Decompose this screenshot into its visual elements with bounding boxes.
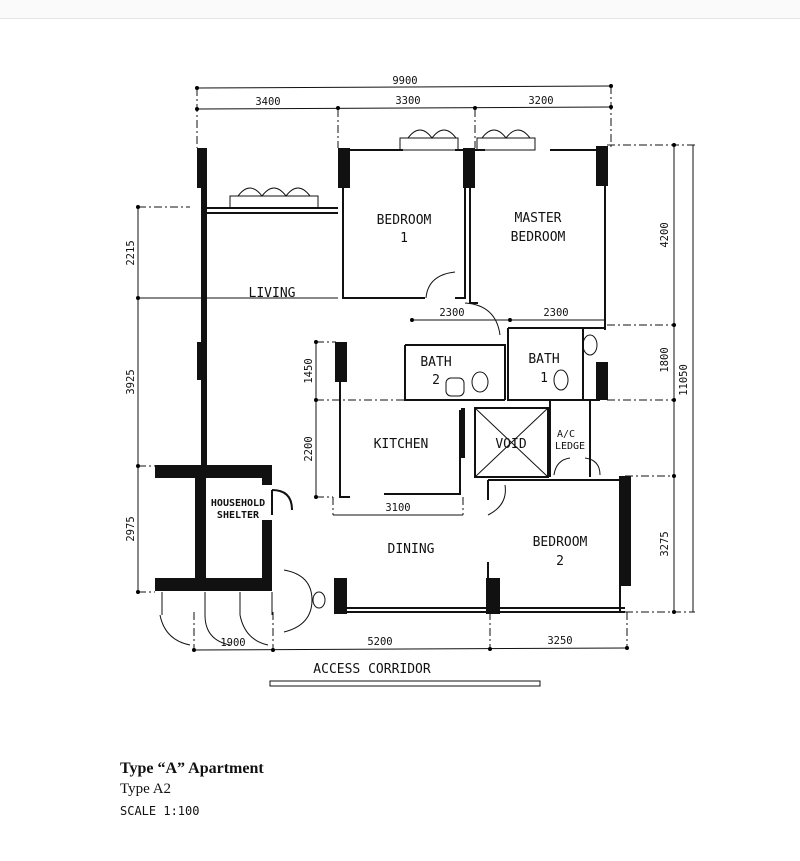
dim-right-3: 3275 xyxy=(659,531,671,556)
walls xyxy=(155,146,631,614)
left-dimensions: 2215 3925 2975 1450 2200 2300 2300 3100 xyxy=(125,205,605,594)
dim-inner-1: 1450 xyxy=(303,358,315,383)
top-dimensions: 9900 3400 3300 3200 xyxy=(195,75,613,148)
label-void: VOID xyxy=(495,437,526,452)
dim-inner-2: 2200 xyxy=(303,436,315,461)
bottom-dimensions: 1900 5200 3250 xyxy=(192,612,629,652)
browser-top-bar xyxy=(0,0,800,19)
caption-title: Type “A” Apartment xyxy=(120,760,264,777)
dim-bottom-3: 3250 xyxy=(547,635,572,647)
label-ac-ledge-line2: LEDGE xyxy=(555,441,585,452)
right-dimensions: 4200 1800 3275 11050 xyxy=(607,143,695,614)
label-bedroom2-line1: BEDROOM xyxy=(533,535,588,550)
dim-kitchen-width: 3100 xyxy=(385,502,410,514)
dim-bath-1-width: 2300 xyxy=(543,307,568,319)
dim-top-3: 3200 xyxy=(528,95,553,107)
dim-top-1: 3400 xyxy=(255,96,280,108)
windows-doors xyxy=(159,129,601,646)
label-kitchen: KITCHEN xyxy=(374,437,429,452)
room-labels: LIVING BEDROOM 1 MASTER BEDROOM BATH 2 B… xyxy=(211,211,588,687)
caption-subtitle: Type A2 xyxy=(120,781,172,797)
label-master-line1: MASTER xyxy=(515,211,562,226)
label-shelter-line2: SHELTER xyxy=(217,510,260,521)
dim-left-1: 2215 xyxy=(125,240,137,265)
caption-scale: SCALE 1:100 xyxy=(120,804,200,818)
label-living: LIVING xyxy=(249,286,296,301)
label-master-line2: BEDROOM xyxy=(511,230,566,245)
dim-bottom-2: 5200 xyxy=(367,636,392,648)
label-bath1-line2: 1 xyxy=(540,371,548,386)
dim-right-2: 1800 xyxy=(659,347,671,372)
label-bedroom2-line2: 2 xyxy=(556,554,564,569)
label-dining: DINING xyxy=(388,542,435,557)
label-bath2-line2: 2 xyxy=(432,373,440,388)
dim-bottom-1: 1900 xyxy=(220,637,245,649)
label-ac-ledge-line1: A/C xyxy=(557,429,575,440)
label-bath1-line1: BATH xyxy=(528,352,559,367)
dim-overall-depth: 11050 xyxy=(678,364,690,396)
dim-left-3: 2975 xyxy=(125,516,137,541)
label-bedroom1-line2: 1 xyxy=(400,231,408,246)
dim-right-1: 4200 xyxy=(659,222,671,247)
dim-left-2: 3925 xyxy=(125,369,137,394)
label-bath2-line1: BATH xyxy=(420,355,451,370)
label-shelter-line1: HOUSEHOLD xyxy=(211,498,265,509)
dim-overall-width: 9900 xyxy=(392,75,417,87)
label-bedroom1-line1: BEDROOM xyxy=(377,213,432,228)
dim-top-2: 3300 xyxy=(395,95,420,107)
label-access-corridor: ACCESS CORRIDOR xyxy=(313,662,431,677)
dim-bath-2-width: 2300 xyxy=(439,307,464,319)
